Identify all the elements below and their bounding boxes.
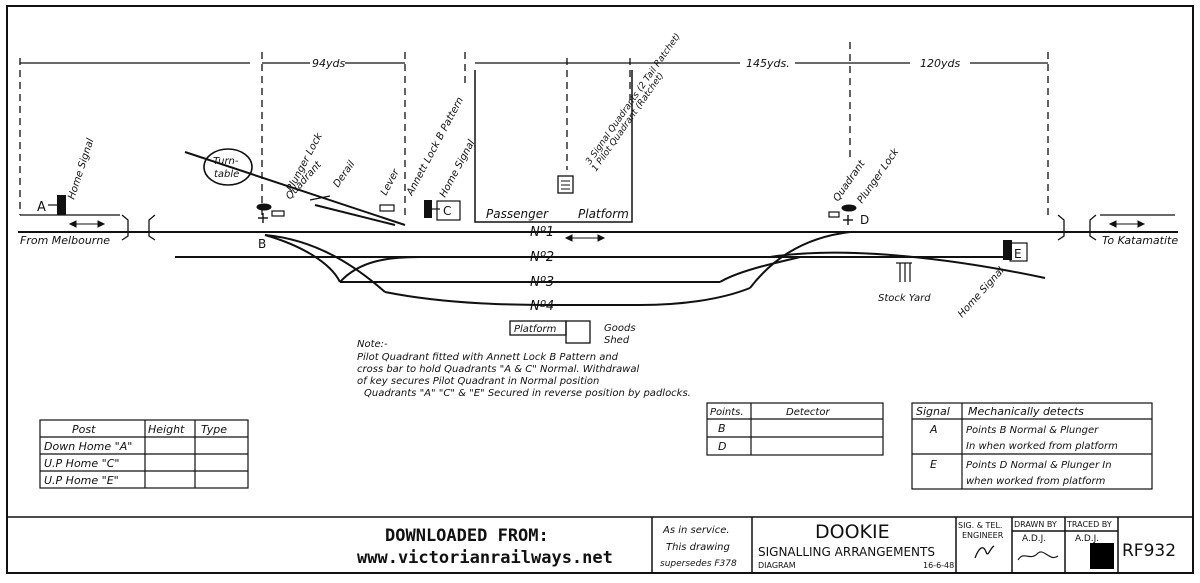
signal-table-header-detects: Mechanically detects [968,405,1084,418]
platform-label: Platform [578,207,629,221]
signal-table-row-signal: A [929,423,938,436]
from-melbourne-label: From Melbourne [20,234,110,247]
drawn-by-signature [1017,551,1059,561]
lever-label: Lever [379,167,402,198]
post-table-row: Down Home "A" [44,440,132,453]
home-signal-e-label: Home Signal [956,265,1007,320]
signal-c-letter: C [443,204,451,218]
turntable-label-1: Turn- [213,156,239,167]
turntable [203,148,253,186]
annett-lock-label: Annett Lock B Pattern [404,96,466,199]
diagram-label: DIAGRAM [758,561,796,570]
drawing-number: RF932 [1122,541,1176,561]
service-note-2: This drawing [666,542,730,553]
signal-table-row-line1: Points B Normal & Plunger [966,425,1099,436]
post-table [39,419,249,489]
signal-table-row-line1: Points D Normal & Plunger In [966,460,1112,471]
post-table-header-post: Post [72,423,96,436]
quadrants-label-2: 1 Pilot Quadrant (Ratchet) [590,71,666,174]
shed-label: Shed [604,335,630,346]
derail-label: Derail [331,159,357,190]
post-table-header-type: Type [201,423,227,436]
service-note-1: As in service. [662,525,730,536]
drawing-border [6,5,1194,574]
signal-quadrants-frame [557,175,574,194]
road-no1-label: Nº1 [530,225,554,240]
engineer-label-2: ENGINEER [962,531,1004,540]
road-no3-label: Nº3 [530,275,554,290]
note-line-2: cross bar to hold Quadrants "A & C" Norm… [357,364,640,375]
traced-by-initials: A.D.J. [1075,534,1099,544]
points-b-letter: B [258,237,266,251]
signal-table-row-signal: E [930,458,937,471]
dimension-120yds: 120yds [920,57,960,70]
downloaded-from-label: DOWNLOADED FROM: [385,526,549,546]
plunger-lock-d-label: Plunger Lock [855,146,902,206]
drawn-by-label: DRAWN BY [1014,520,1057,529]
note-line-1: Pilot Quadrant fitted with Annett Lock B… [357,352,619,363]
points-table-row: B [718,422,726,435]
post-table-row: U.P Home "E" [44,474,119,487]
signal-table-header-signal: Signal [916,405,950,418]
traced-by-stamp [1090,543,1114,569]
direction-arrows [68,220,1146,242]
plunger-lock-quadrant-b [256,203,285,223]
dimension-lines [19,42,1049,215]
points-d-letter: D [860,213,869,227]
stock-yard [896,262,912,282]
traced-by-label: TRACED BY [1066,520,1112,529]
goods-label: Goods [604,323,636,334]
tracks [18,151,1178,306]
dimension-145yds: 145yds. [746,57,790,70]
plunger-lock-quadrant-d [828,204,857,225]
signal-table-row-line2: In when worked from platform [966,441,1118,452]
signal-e [1003,240,1028,262]
note-line-4: Quadrants "A" "C" & "E" Secured in rever… [364,388,691,399]
quadrants-label-1: 3 Signal Quadrants (2 Tail Ratchet) [584,32,683,167]
note-title: Note:- [357,339,388,350]
goods-platform-label: Platform [514,324,557,335]
drawing-date: 16-6-48 [923,561,954,570]
points-table-header-points: Points. [710,407,744,418]
title-block [7,516,1193,573]
points-table [706,402,884,456]
turntable-label-2: table [214,169,239,180]
signal-table [911,402,1153,490]
home-signal-c-label: Home Signal [438,138,478,199]
signal-table-row-line2: when worked from platform [966,476,1106,487]
station-name: DOOKIE [815,521,890,543]
drawn-by-initials: A.D.J. [1022,534,1046,544]
points-table-header-detector: Detector [786,407,830,418]
service-note-3: supersedes F378 [660,559,737,569]
drawing-subtitle: SIGNALLING ARRANGEMENTS [758,545,935,559]
loop-no4 [384,287,751,306]
goods-shed [565,320,591,344]
note-line-3: of key secures Pilot Quadrant in Normal … [357,376,599,387]
points-table-row: D [718,440,726,453]
boundary-gates [121,214,1097,241]
signal-e-letter: E [1014,247,1022,261]
passenger-platform-outline [474,70,633,223]
source-url: www.victorianrailways.net [357,548,613,568]
passenger-label: Passenger [486,207,549,221]
road-no2-label: Nº2 [530,250,554,265]
lever [379,204,395,212]
engineer-label-1: SIG. & TEL. [958,521,1002,530]
post-table-header-height: Height [148,423,185,436]
signal-a [48,195,66,215]
engineer-signature [974,545,995,559]
post-table-row: U.P Home "C" [44,457,119,470]
road-no4-label: Nº4 [530,299,554,314]
signal-c [424,200,461,221]
home-signal-a-label: Home Signal [66,137,96,201]
to-katamatite-label: To Katamatite [1102,234,1178,247]
signal-a-letter: A [37,200,46,215]
stock-yard-label: Stock Yard [878,293,931,304]
dimension-94yds: 94yds [312,57,345,70]
